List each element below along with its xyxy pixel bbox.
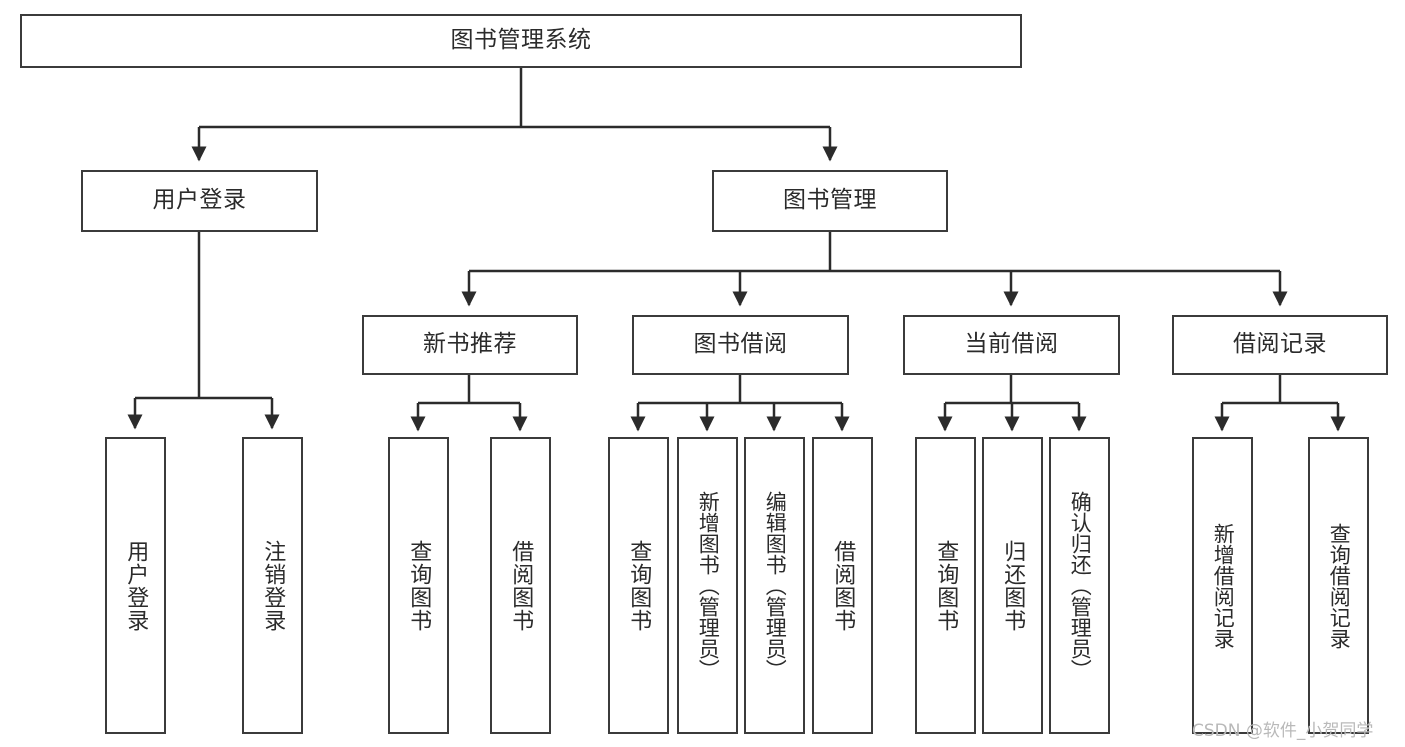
leaf-borrow-book-1-label: 借阅图书 [508, 539, 534, 632]
node-borrow-record[interactable]: 借阅记录 [1172, 315, 1388, 375]
node-user-login[interactable]: 用户登录 [81, 170, 318, 232]
node-current-borrow-label: 当前借阅 [964, 331, 1059, 358]
leaf-return-book-label: 归还图书 [1000, 539, 1026, 632]
node-book-manage[interactable]: 图书管理 [712, 170, 948, 232]
leaf-borrow-book-2[interactable]: 借阅图书 [812, 437, 873, 734]
leaf-query-book-1[interactable]: 查询图书 [388, 437, 449, 734]
leaf-borrow-book-1[interactable]: 借阅图书 [490, 437, 551, 734]
leaf-query-book-3[interactable]: 查询图书 [915, 437, 976, 734]
leaf-return-book[interactable]: 归还图书 [982, 437, 1043, 734]
leaf-query-borrow-record[interactable]: 查询借阅记录 [1308, 437, 1369, 734]
leaf-user-logout[interactable]: 注销登录 [242, 437, 303, 734]
leaf-add-borrow-record[interactable]: 新增借阅记录 [1192, 437, 1253, 734]
leaf-edit-book-label: 编辑图书（管理员） [763, 491, 788, 680]
node-root-label: 图书管理系统 [450, 27, 592, 54]
leaf-query-book-1-label: 查询图书 [406, 539, 432, 632]
leaf-user-logout-label: 注销登录 [260, 539, 286, 632]
leaf-borrow-book-2-label: 借阅图书 [830, 539, 856, 632]
node-new-book-recommend[interactable]: 新书推荐 [362, 315, 578, 375]
node-current-borrow[interactable]: 当前借阅 [903, 315, 1120, 375]
node-book-borrow-label: 图书借阅 [693, 331, 788, 358]
node-root[interactable]: 图书管理系统 [20, 14, 1022, 68]
leaf-add-book-label: 新增图书（管理员） [696, 491, 721, 680]
leaf-confirm-return-label: 确认归还（管理员） [1068, 491, 1093, 680]
node-new-book-recommend-label: 新书推荐 [423, 331, 517, 358]
node-book-manage-label: 图书管理 [783, 187, 877, 214]
leaf-user-login-label: 用户登录 [123, 539, 149, 632]
leaf-add-book[interactable]: 新增图书（管理员） [677, 437, 738, 734]
leaf-add-borrow-record-label: 新增借阅记录 [1211, 522, 1236, 649]
leaf-query-book-2[interactable]: 查询图书 [608, 437, 669, 734]
node-borrow-record-label: 借阅记录 [1233, 331, 1327, 358]
leaf-query-book-3-label: 查询图书 [933, 539, 959, 632]
watermark: CSDN @软件_小贺同学 [1192, 721, 1374, 741]
leaf-query-book-2-label: 查询图书 [626, 539, 652, 632]
node-user-login-label: 用户登录 [152, 187, 247, 214]
leaf-query-borrow-record-label: 查询借阅记录 [1327, 522, 1352, 649]
leaf-edit-book[interactable]: 编辑图书（管理员） [744, 437, 805, 734]
node-book-borrow[interactable]: 图书借阅 [632, 315, 849, 375]
leaf-confirm-return[interactable]: 确认归还（管理员） [1049, 437, 1110, 734]
leaf-user-login[interactable]: 用户登录 [105, 437, 166, 734]
